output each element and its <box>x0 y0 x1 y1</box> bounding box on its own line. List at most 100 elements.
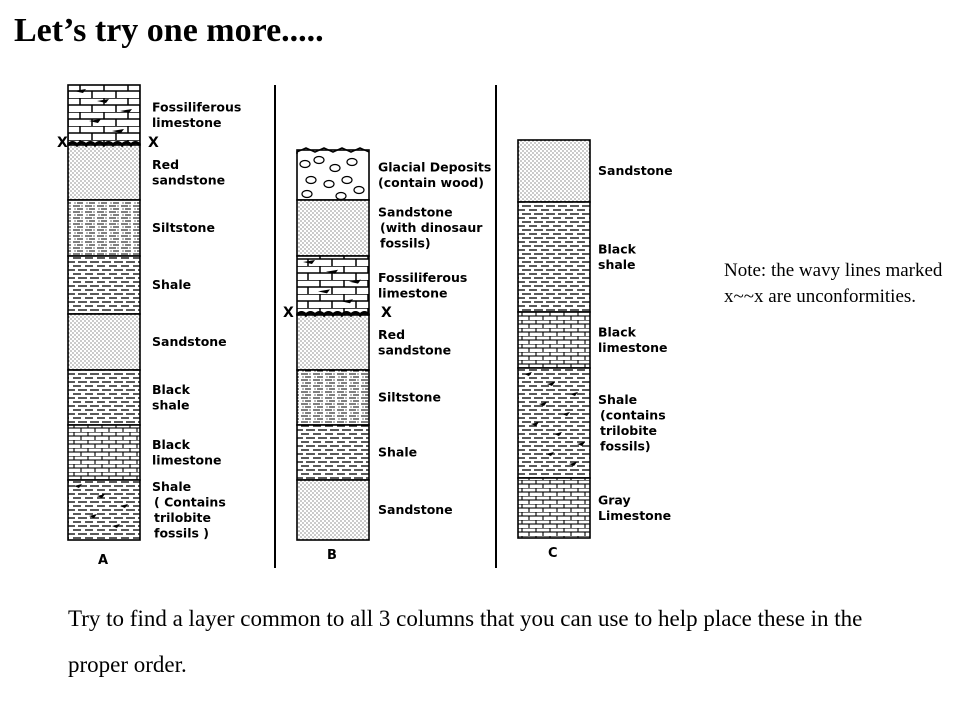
layer-label: limestone <box>378 285 447 300</box>
unconformity-line <box>66 141 142 148</box>
pebble-icon <box>301 189 313 199</box>
pebble-icon <box>299 159 311 169</box>
layer-label: Fossiliferous <box>152 99 241 114</box>
pebble-icon <box>341 175 353 185</box>
column-a: Fossiliferous limestone RedsandstoneSiltst… <box>57 84 241 568</box>
layer-label: sandstone <box>378 342 451 357</box>
layer-label: Glacial Deposits <box>378 159 491 174</box>
fossil-icon <box>554 432 562 436</box>
layer-label: Black <box>152 437 191 452</box>
fossil-icon <box>97 494 105 498</box>
fossil-icon <box>569 462 577 466</box>
fossil-icon <box>303 260 315 264</box>
pebble-icon <box>305 175 317 185</box>
layer-label: Black <box>598 241 637 256</box>
layer-label: fossils) <box>600 438 651 453</box>
unconformity-mark: X <box>381 305 392 321</box>
fossil-icon <box>89 119 101 123</box>
column-name: A <box>98 553 108 568</box>
layer-sandstone <box>296 199 370 257</box>
layer-siltstone <box>296 369 370 426</box>
unconformity-mark: X <box>57 135 68 151</box>
pebble-icon <box>323 179 335 189</box>
layer-label: Siltstone <box>378 390 441 405</box>
layer-label: Black <box>598 324 637 339</box>
fossil-icon <box>89 514 97 518</box>
layer-label: sandstone <box>152 172 225 187</box>
glacial-top-outline <box>296 147 370 154</box>
layer-label: Limestone <box>598 508 671 523</box>
layer-sandstone <box>517 139 591 203</box>
layer-label: trilobite <box>600 423 657 438</box>
layer-label: Black <box>152 382 191 397</box>
fossil-icon <box>120 504 128 508</box>
layer-label: trilobite <box>154 510 211 525</box>
page-title: Let’s try one more..... <box>14 12 324 49</box>
column-name: C <box>548 546 558 561</box>
layer-sandstone <box>296 479 370 541</box>
layer-label: limestone <box>152 452 221 467</box>
layer-sandstone <box>296 314 370 371</box>
layer-label: Shale <box>378 445 417 460</box>
pebble-icon <box>353 185 365 195</box>
column-c: SandstoneBlackshaleBlacklimestoneShale(c… <box>517 139 673 561</box>
layer-limestone <box>67 424 141 481</box>
fossil-icon <box>562 412 570 416</box>
layer-label: fossils) <box>380 236 431 251</box>
fossil-icon <box>97 99 109 103</box>
layer-shale <box>517 201 591 313</box>
fossil-icon <box>326 269 338 274</box>
layer-label: fossils ) <box>154 525 209 540</box>
fossil-icon <box>74 89 86 93</box>
fossil-icon <box>577 442 585 446</box>
unconformity-mark: X <box>283 305 294 321</box>
layer-shale <box>67 369 141 426</box>
layer-label: Shale <box>152 479 191 494</box>
layer-shale-fossil <box>67 479 141 541</box>
layer-sandstone <box>67 144 141 201</box>
fossil-icon <box>546 452 554 456</box>
layer-siltstone <box>67 199 141 257</box>
column-name: B <box>327 548 337 563</box>
layer-label: (contain wood) <box>378 175 484 190</box>
layer-label: Sandstone <box>152 334 227 349</box>
layer-label: Fossiliferous <box>378 270 467 285</box>
layer-shale <box>67 255 141 315</box>
layer-label: limestone <box>598 340 667 355</box>
fossil-icon <box>547 382 555 386</box>
fossil-icon <box>120 109 132 113</box>
layer-shale-fossil <box>517 367 591 479</box>
layer-label: Siltstone <box>152 220 215 235</box>
exercise-prompt: Try to find a layer common to all 3 colu… <box>68 606 863 677</box>
column-b: Glacial Deposits(contain wood)Sandstone(… <box>283 147 491 563</box>
fossil-icon <box>570 392 578 396</box>
fossil-icon <box>539 402 547 406</box>
unconformity-mark: X <box>148 135 159 151</box>
layer-label: (contains <box>600 407 666 422</box>
layer-label: shale <box>152 397 190 412</box>
layer-limestone-fossil <box>67 84 141 146</box>
layer-label: Shale <box>598 392 637 407</box>
layer-label: Red <box>378 327 405 342</box>
unconformity-line <box>295 311 371 318</box>
layer-label: Sandstone <box>598 163 673 178</box>
layer-label: shale <box>598 257 636 272</box>
layer-label: Red <box>152 157 179 172</box>
pebble-icon <box>346 157 358 167</box>
layer-label: Sandstone <box>378 502 453 517</box>
layer-label: Shale <box>152 277 191 292</box>
layer-limestone <box>517 477 591 539</box>
fossil-icon <box>524 372 532 376</box>
layer-label: ( Contains <box>154 494 226 509</box>
fossil-icon <box>74 484 82 488</box>
layer-label: (with dinosaur <box>380 220 483 235</box>
layer-glacial <box>296 147 370 201</box>
layer-label: Sandstone <box>378 205 453 220</box>
fossil-icon <box>112 524 120 528</box>
fossil-icon <box>349 279 361 284</box>
pebble-icon <box>313 155 325 165</box>
layer-shale <box>296 424 370 481</box>
layer-sandstone <box>67 313 141 371</box>
unconformity-note: Note: the wavy lines marked x~~x are unc… <box>724 260 943 307</box>
